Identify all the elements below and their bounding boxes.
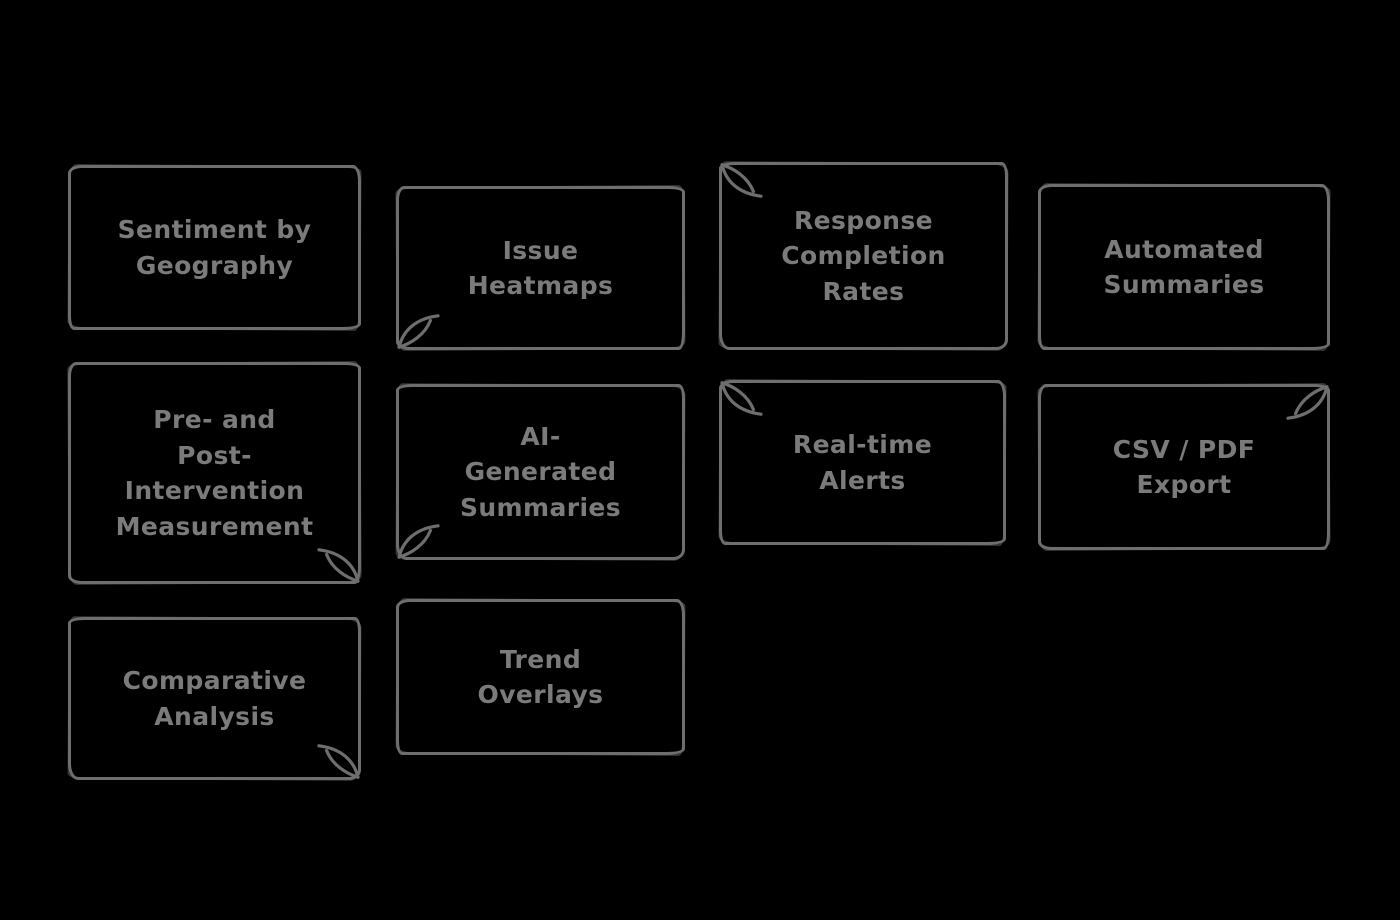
card-ai-generated-summaries[interactable]: AI-Generated Summaries	[396, 384, 685, 560]
card-label: Comparative Analysis	[122, 666, 307, 731]
folded-corner-icon	[1284, 384, 1330, 422]
card-label: Issue Heatmaps	[467, 235, 614, 301]
folded-corner-icon	[396, 522, 442, 560]
card-trend-overlays[interactable]: Trend Overlays	[396, 599, 685, 755]
folded-corner-icon	[315, 546, 361, 584]
card-response-completion-rates[interactable]: Response Completion Rates	[719, 162, 1008, 350]
card-sentiment-by-geography[interactable]: Sentiment by Geography	[68, 165, 361, 330]
card-issue-heatmaps[interactable]: Issue Heatmaps	[396, 186, 685, 350]
card-comparative-analysis[interactable]: Comparative Analysis	[68, 617, 361, 780]
folded-corner-icon	[396, 312, 442, 350]
card-label: Real-time Alerts	[792, 430, 933, 495]
card-label: Sentiment by Geography	[117, 215, 312, 280]
card-real-time-alerts[interactable]: Real-time Alerts	[719, 380, 1006, 545]
folded-corner-icon	[315, 742, 361, 780]
card-automated-summaries[interactable]: Automated Summaries	[1038, 184, 1330, 350]
folded-corner-icon	[719, 162, 765, 200]
card-label: Trend Overlays	[477, 644, 604, 710]
card-label: CSV / PDF Export	[1112, 434, 1256, 500]
folded-corner-icon	[719, 380, 765, 418]
card-csv-pdf-export[interactable]: CSV / PDF Export	[1038, 384, 1330, 550]
card-label: Pre- and Post-Intervention Measurement	[115, 405, 314, 541]
card-label: AI-Generated Summaries	[459, 421, 622, 522]
card-label: Response Completion Rates	[781, 205, 946, 306]
card-label: Automated Summaries	[1103, 234, 1265, 300]
card-pre-post-intervention-measurement[interactable]: Pre- and Post-Intervention Measurement	[68, 362, 361, 584]
